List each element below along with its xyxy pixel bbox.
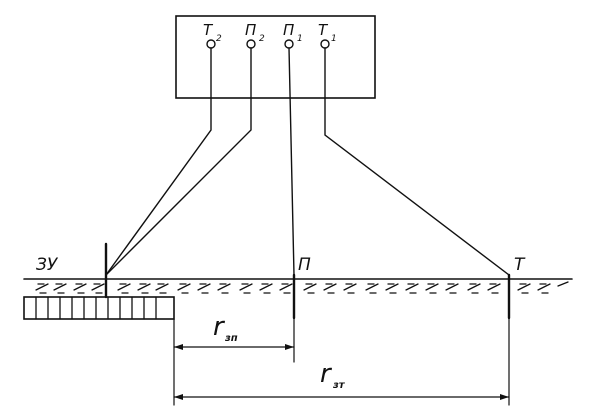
terminal-t2-circle xyxy=(206,39,216,49)
terminal-t1-letter: Т xyxy=(318,21,329,39)
grounding-device-block xyxy=(23,296,175,320)
grounding-device-label: ЗУ xyxy=(36,255,59,275)
ground-hatching xyxy=(35,281,569,294)
terminal-p1-sub: 1 xyxy=(297,34,303,44)
r-current-sub: зт xyxy=(332,380,346,391)
meter-box xyxy=(175,15,376,99)
terminal-p1-letter: П xyxy=(283,21,294,39)
terminal-t2-sub: 2 xyxy=(216,34,222,44)
terminal-p1: П 1 xyxy=(283,21,303,44)
dimension-r-potential: r зп xyxy=(173,312,295,350)
terminal-p2-circle xyxy=(246,39,256,49)
terminal-t2: Т 2 xyxy=(203,21,222,44)
r-potential-sub: зп xyxy=(224,333,238,344)
potential-electrode-label: П xyxy=(298,255,311,275)
terminal-p2-sub: 2 xyxy=(259,34,265,44)
current-electrode-label: Т xyxy=(514,255,526,275)
wire-p1 xyxy=(288,47,295,276)
r-potential-symbol: r xyxy=(213,312,226,342)
terminal-t2-letter: Т xyxy=(203,21,214,39)
terminal-p2: П 2 xyxy=(245,21,265,44)
dimension-r-current: r зт xyxy=(173,359,510,400)
terminal-p1-circle xyxy=(284,39,294,49)
r-current-symbol: r xyxy=(320,359,333,389)
wire-t2 xyxy=(105,47,212,276)
terminal-t1-circle xyxy=(320,39,330,49)
wire-t1 xyxy=(324,47,510,276)
terminal-t1-sub: 1 xyxy=(331,34,337,44)
wire-p2 xyxy=(105,47,252,276)
terminal-p2-letter: П xyxy=(245,21,256,39)
terminal-t1: Т 1 xyxy=(318,21,337,44)
